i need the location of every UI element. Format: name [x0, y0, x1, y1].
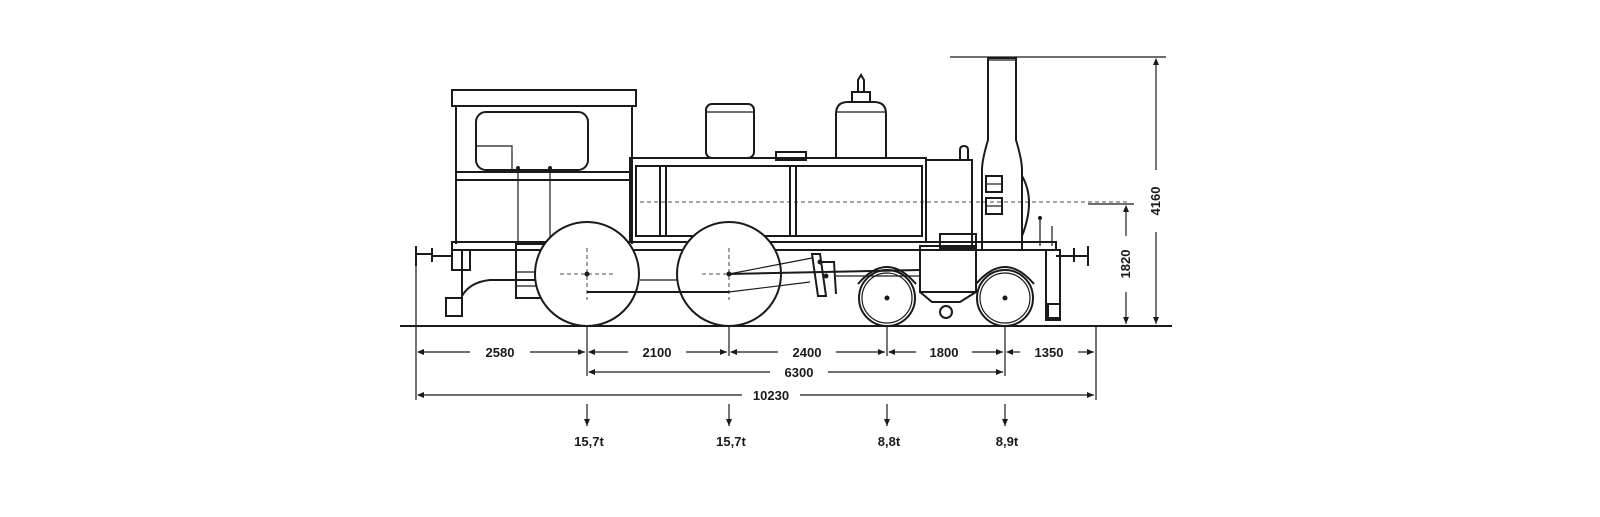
cab-roof: [451, 89, 637, 107]
dim-height-total: 4160: [1148, 187, 1163, 216]
locomotive-drawing: [415, 57, 1130, 327]
smokebox: [926, 159, 973, 251]
dim-wheelbase-3: 1800: [930, 345, 959, 360]
cab-body: [455, 106, 633, 244]
dim-coupled-wheelbase: 6300: [785, 365, 814, 380]
axle-load-1: 15,7t: [574, 434, 604, 449]
side-tank: [629, 157, 927, 243]
dim-rear-overhang: 2580: [486, 345, 515, 360]
dim-total-length: 10230: [753, 388, 789, 403]
cylinder: [919, 245, 977, 293]
dim-wheelbase-2: 2400: [793, 345, 822, 360]
chimney: [981, 57, 1023, 251]
dim-height-buffer: 1820: [1118, 250, 1133, 279]
dimension-lines: [415, 56, 1166, 426]
steam-dome: [835, 101, 887, 158]
axle-load-2: 15,7t: [716, 434, 746, 449]
rear-buffer: [416, 248, 452, 262]
dim-wheelbase-1: 2100: [643, 345, 672, 360]
connecting-rod: [728, 269, 921, 275]
sand-dome: [705, 103, 755, 159]
valve-gear: [810, 253, 837, 297]
cab-window: [475, 111, 589, 171]
axle-load-4: 8,9t: [996, 434, 1019, 449]
axle-load-3: 8,8t: [878, 434, 901, 449]
dim-front-overhang: 1350: [1035, 345, 1064, 360]
